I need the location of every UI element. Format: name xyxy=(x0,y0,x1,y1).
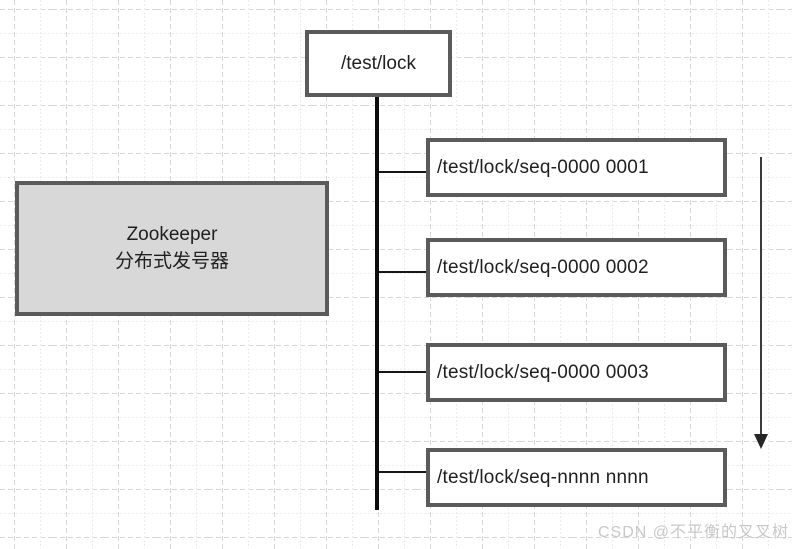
zookeeper-node-label-line1: Zookeeper xyxy=(126,223,218,245)
order-arrow-line xyxy=(760,157,762,437)
connector-line-2 xyxy=(379,271,426,273)
tree-trunk-line xyxy=(375,95,379,510)
sequence-node-2-label: /test/lock/seq-0000 0002 xyxy=(437,256,649,278)
sequence-node-4-label: /test/lock/seq-nnnn nnnn xyxy=(437,466,649,488)
connector-line-1 xyxy=(379,171,426,173)
zookeeper-node: Zookeeper 分布式发号器 xyxy=(15,181,329,316)
order-arrow-head-icon xyxy=(754,434,768,449)
root-node-label: /test/lock xyxy=(341,52,416,74)
root-node: /test/lock xyxy=(305,30,452,97)
connector-line-3 xyxy=(379,371,426,373)
sequence-node-3-label: /test/lock/seq-0000 0003 xyxy=(437,361,649,383)
watermark: CSDN @不平衡的叉叉树 xyxy=(597,524,789,541)
sequence-node-2: /test/lock/seq-0000 0002 xyxy=(426,238,727,297)
sequence-node-4: /test/lock/seq-nnnn nnnn xyxy=(426,448,727,507)
sequence-node-3: /test/lock/seq-0000 0003 xyxy=(426,343,727,402)
sequence-node-1: /test/lock/seq-0000 0001 xyxy=(426,138,727,197)
sequence-node-1-label: /test/lock/seq-0000 0001 xyxy=(437,156,649,178)
zookeeper-node-label-line2: 分布式发号器 xyxy=(114,250,229,272)
connector-line-4 xyxy=(379,471,426,473)
